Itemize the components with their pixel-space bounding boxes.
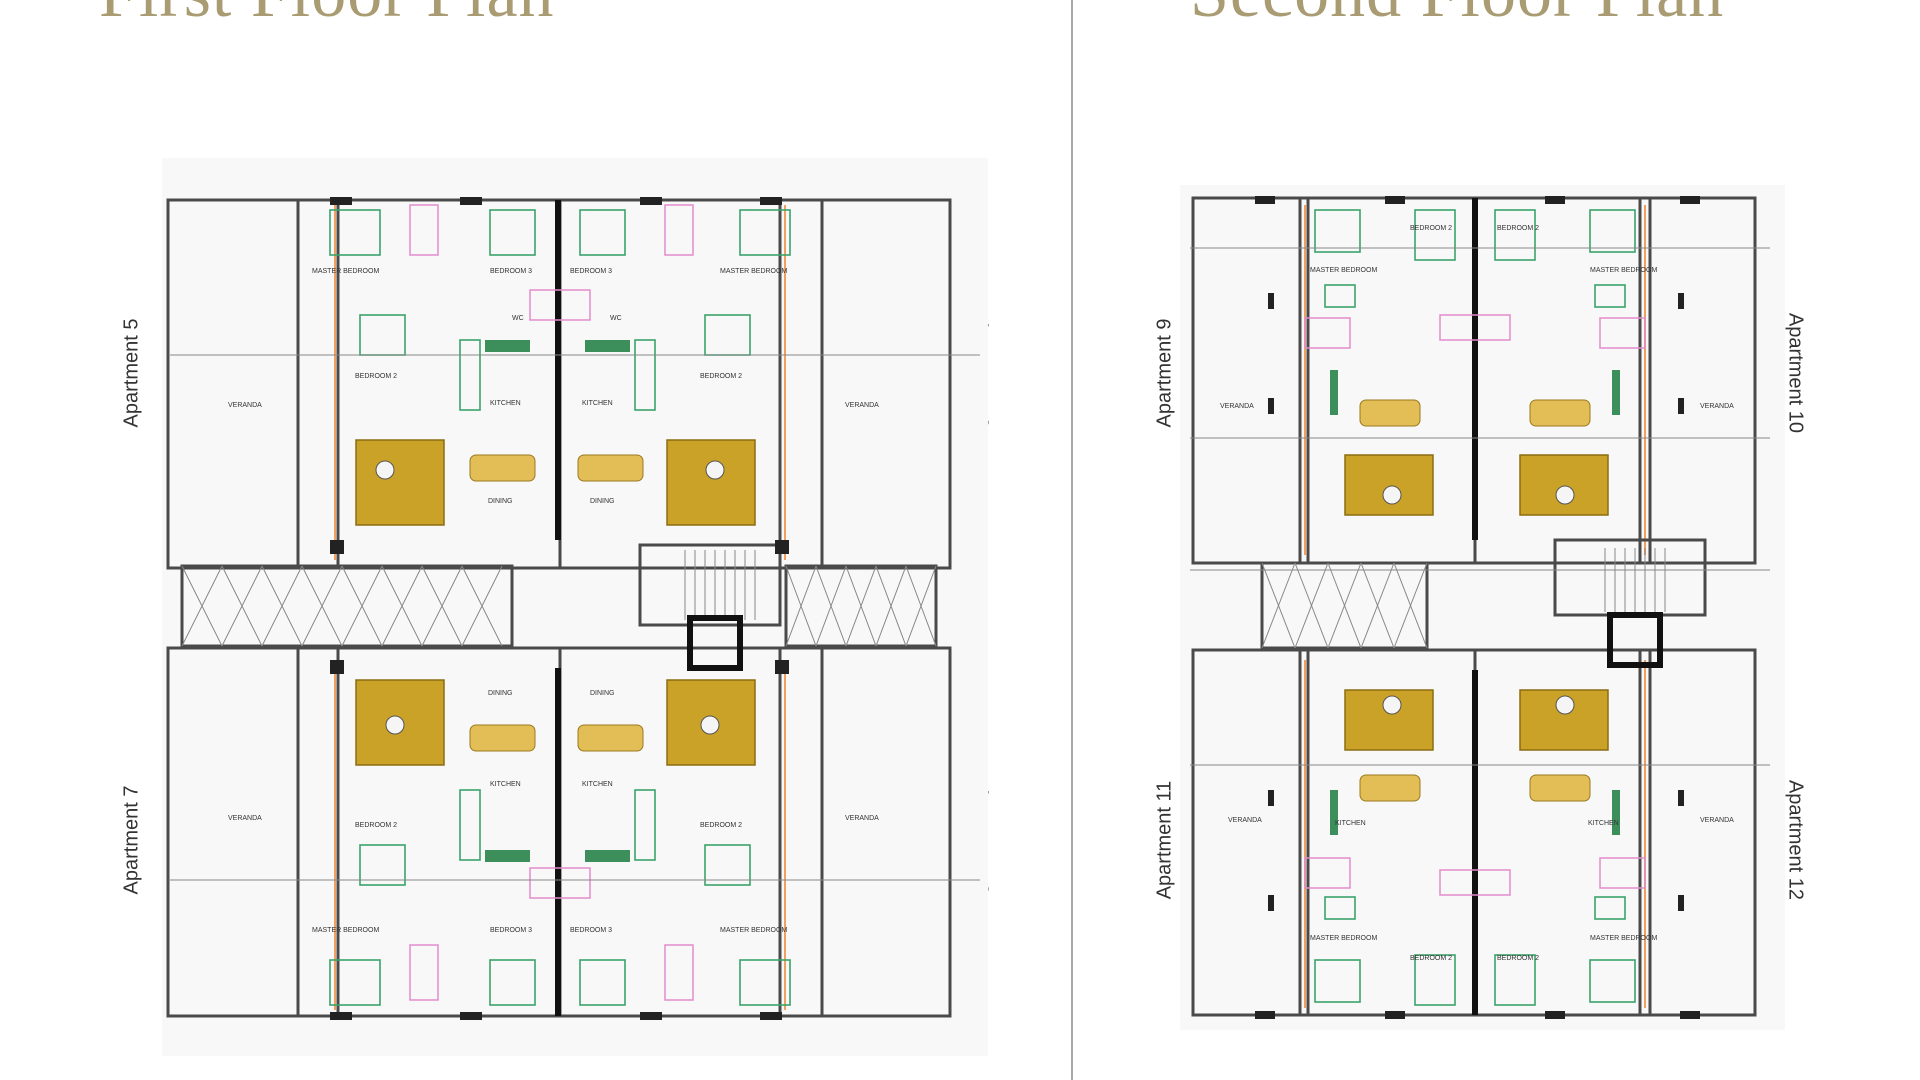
- lbl-kitchen-7: KITCHEN: [490, 781, 521, 788]
- lbl-wc-5: WC: [512, 315, 524, 322]
- lbl-dining-6: DINING: [590, 498, 615, 505]
- stair-core: [638, 543, 782, 671]
- lbl-master-10: MASTER BEDROOM: [1590, 267, 1657, 274]
- first-floor-wc: [409, 204, 694, 1001]
- second-floor-beds: [1314, 209, 1636, 1006]
- lbl-bed3-6: BEDROOM 3: [570, 268, 612, 275]
- lbl-bed2-6: BEDROOM 2: [700, 373, 742, 380]
- second-floor-living: [1344, 454, 1609, 751]
- first-floor-plan: MASTER BEDROOM BEDROOM 3 BEDROOM 3 MASTE…: [162, 158, 988, 1056]
- lbl-veranda-9: VERANDA: [1220, 403, 1254, 410]
- lbl-veranda-6: VERANDA: [845, 402, 879, 409]
- lbl-master-6: MASTER BEDROOM: [720, 268, 787, 275]
- second-floor-kitchen-counters: [1330, 370, 1620, 835]
- lbl-bed3-8: BEDROOM 3: [570, 927, 612, 934]
- lbl-master-9: MASTER BEDROOM: [1310, 267, 1377, 274]
- lbl-dining-5: DINING: [488, 498, 513, 505]
- veranda-apt11: [1191, 648, 1310, 1017]
- veranda-apt5: [166, 198, 340, 570]
- lbl-kitchen-8: KITCHEN: [582, 781, 613, 788]
- lbl-veranda-7: VERANDA: [228, 815, 262, 822]
- lbl-bed2-9: BEDROOM 2: [1410, 225, 1452, 232]
- second-floor-paper: [1180, 185, 1785, 1030]
- first-floor-title: First Floor Plan: [99, 0, 555, 34]
- lbl-master-8: MASTER BEDROOM: [720, 927, 787, 934]
- lbl-master-11: MASTER BEDROOM: [1310, 935, 1377, 942]
- veranda-apt7: [166, 646, 340, 1018]
- first-floor-room-labels: MASTER BEDROOM BEDROOM 3 BEDROOM 3 MASTE…: [228, 268, 879, 934]
- lbl-bed2-7: BEDROOM 2: [355, 822, 397, 829]
- veranda-apt6: [778, 198, 952, 570]
- lbl-bed2-10: BEDROOM 2: [1497, 225, 1539, 232]
- corridor-2: [1260, 561, 1429, 650]
- veranda-apt9: [1191, 196, 1310, 565]
- lbl-kitchen-11: KITCHEN: [1335, 820, 1366, 827]
- lbl-bed3-7: BEDROOM 3: [490, 927, 532, 934]
- second-floor-title: Second Floor Plan: [1190, 0, 1724, 34]
- lbl-bed2-5: BEDROOM 2: [355, 373, 397, 380]
- second-floor-wc: [1304, 314, 1646, 896]
- lbl-veranda-8: VERANDA: [845, 815, 879, 822]
- lbl-bed2-8: BEDROOM 2: [700, 822, 742, 829]
- first-floor-kitchens: [459, 339, 656, 862]
- veranda-apt8: [778, 646, 952, 1018]
- stair-core-2: [1553, 538, 1707, 668]
- first-floor-dining: [469, 454, 644, 752]
- lbl-kitchen-6: KITCHEN: [582, 400, 613, 407]
- first-floor-dimension-lines: [170, 354, 980, 881]
- lbl-wc-6: WC: [610, 315, 622, 322]
- lbl-veranda-12: VERANDA: [1700, 817, 1734, 824]
- lbl-veranda-10: VERANDA: [1700, 403, 1734, 410]
- lbl-master-5: MASTER BEDROOM: [312, 268, 379, 275]
- second-floor-dimension-lines: [1190, 247, 1770, 766]
- lbl-dining-7: DINING: [488, 690, 513, 697]
- second-floor-plan: MASTER BEDROOM BEDROOM 2 BEDROOM 2 MASTE…: [1180, 185, 1785, 1030]
- second-floor-room-labels: MASTER BEDROOM BEDROOM 2 BEDROOM 2 MASTE…: [1220, 225, 1734, 962]
- page-divider: [1071, 0, 1073, 1080]
- second-floor-dining: [1359, 399, 1591, 802]
- first-floor-living: [355, 439, 756, 766]
- corridor-right: [784, 564, 938, 648]
- lbl-kitchen-5: KITCHEN: [490, 400, 521, 407]
- first-floor-paper: [162, 158, 988, 1056]
- lbl-master-7: MASTER BEDROOM: [312, 927, 379, 934]
- lbl-bed2-12: BEDROOM 2: [1497, 955, 1539, 962]
- lbl-kitchen-12: KITCHEN: [1588, 820, 1619, 827]
- lbl-veranda-5: VERANDA: [228, 402, 262, 409]
- lbl-dining-8: DINING: [590, 690, 615, 697]
- lbl-bed3-5: BEDROOM 3: [490, 268, 532, 275]
- corridor-left: [180, 564, 514, 648]
- lbl-bed2-11: BEDROOM 2: [1410, 955, 1452, 962]
- lbl-master-12: MASTER BEDROOM: [1590, 935, 1657, 942]
- lbl-veranda-11: VERANDA: [1228, 817, 1262, 824]
